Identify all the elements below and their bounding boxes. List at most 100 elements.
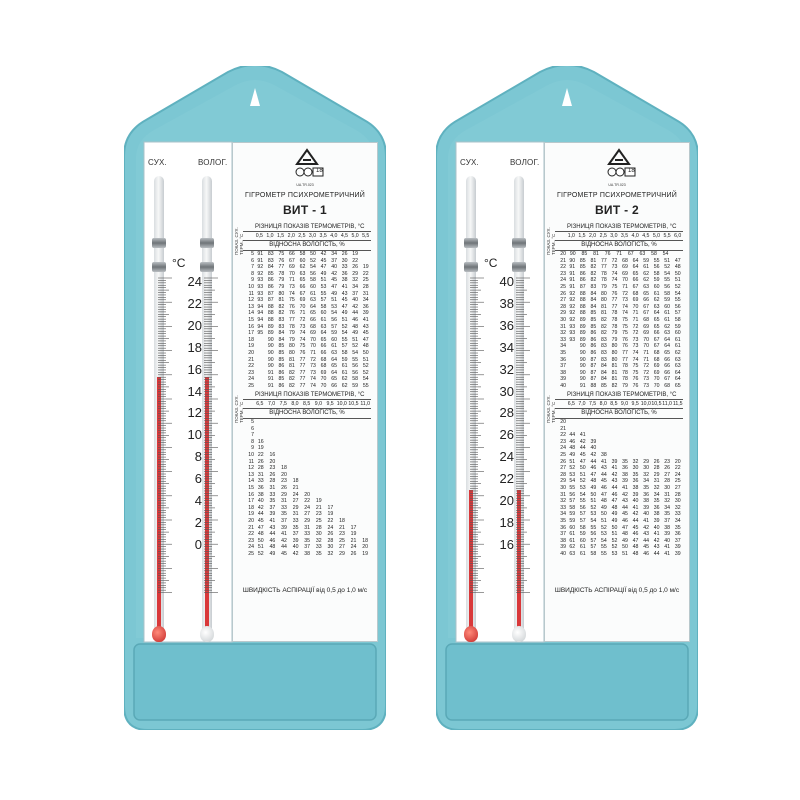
humidity-cell: 80 [611, 356, 618, 363]
difference-value: 2,0 [588, 233, 597, 239]
difference-value: 3,5 [319, 233, 327, 239]
humidity-cell [301, 472, 313, 479]
humidity-cell [278, 432, 290, 439]
difference-value: 8,5 [610, 401, 618, 407]
humidity-cell: 50 [674, 270, 681, 277]
humidity-cell: 19 [257, 445, 264, 452]
humidity-cell: 45 [622, 511, 628, 518]
humidity-cell: 21 [339, 524, 345, 531]
humidity-cell: 74 [622, 303, 628, 310]
humidity-cell [325, 478, 337, 485]
humidity-cell: 57 [569, 498, 576, 505]
humidity-cell: 78 [622, 363, 628, 370]
humidity-cell: 67 [643, 310, 649, 317]
humidity-cell: 53 [569, 471, 576, 478]
humidity-cell [290, 452, 302, 459]
certification-logo-icon [295, 148, 324, 177]
humidity-cell: 67 [632, 283, 639, 290]
humidity-cell: 85 [278, 343, 285, 350]
humidity-cell: 84 [278, 330, 285, 337]
humidity-cell: 45 [601, 478, 607, 485]
humidity-cell [348, 498, 360, 505]
humidity-cell [336, 492, 348, 499]
temperature-difference-header: РІЗНИЦЯ ПОКАЗІВ ТЕРМОМЕТРІВ, °С [555, 391, 683, 400]
humidity-cell [313, 472, 325, 479]
difference-value: 3,0 [610, 233, 618, 239]
dry-temperature-cell: 24 [560, 445, 566, 452]
humidity-cell [567, 376, 578, 383]
humidity-cell: 61 [674, 336, 681, 343]
humidity-cell: 45 [281, 550, 287, 557]
humidity-cell: 58 [674, 316, 681, 323]
humidity-cell: 67 [643, 303, 649, 310]
humidity-cell: 88 [590, 382, 597, 389]
humidity-cell: 65 [331, 376, 337, 383]
humidity-cell: 49 [352, 330, 359, 337]
humidity-cell: 68 [643, 316, 649, 323]
humidity-cell: 27 [292, 498, 299, 505]
scale-number: 20 [499, 493, 514, 508]
humidity-cell: 48 [569, 445, 576, 452]
humidity-cell [325, 426, 337, 433]
humidity-cell [609, 419, 620, 426]
humidity-cell: 20 [304, 491, 311, 498]
humidity-cell: 81 [601, 310, 607, 317]
humidity-cell: 85 [278, 356, 285, 363]
humidity-cell: 92 [257, 270, 264, 277]
humidity-cell: 66 [310, 316, 316, 323]
humidity-cell: 85 [601, 382, 607, 389]
humidity-cell: 52 [352, 343, 359, 350]
humidity-cell: 44 [569, 432, 576, 439]
humidity-cell: 48 [362, 343, 369, 350]
humidity-cell: 72 [643, 363, 649, 370]
humidity-cell: 57 [590, 537, 597, 544]
humidity-cell: 68 [653, 356, 660, 363]
difference-value: 1,0 [567, 233, 575, 239]
difference-value: 4,0 [631, 233, 639, 239]
scale-number: 4 [194, 493, 202, 508]
celsius-symbol: °C [172, 256, 186, 270]
humidity-cell: 83 [267, 251, 274, 257]
dry-temperature-cell: 33 [560, 504, 566, 511]
humidity-cell: 68 [320, 356, 327, 363]
humidity-cell [630, 439, 641, 446]
scale-number: 14 [187, 383, 202, 399]
difference-value: 11,0 [360, 401, 371, 407]
humidity-cell: 48 [352, 323, 359, 330]
hanger-slot-icon [250, 88, 260, 106]
humidity-cell: 77 [622, 356, 628, 363]
humidity-cell [255, 363, 266, 370]
humidity-cell: 32 [352, 277, 359, 284]
humidity-cell: 61 [320, 316, 327, 323]
humidity-cell: 60 [579, 537, 586, 544]
wet-thermometer-label: ВОЛОГ. [510, 158, 540, 167]
humidity-cell: 78 [601, 277, 607, 284]
humidity-cell: 34 [352, 283, 359, 290]
humidity-cell [325, 485, 337, 492]
humidity-cell: 43 [601, 465, 607, 472]
humidity-cell: 70 [310, 343, 316, 350]
humidity-cell: 74 [632, 356, 639, 363]
humidity-cell [672, 452, 683, 459]
humidity-cell: 77 [622, 349, 628, 356]
humidity-cell: 48 [622, 531, 628, 538]
humidity-cell: 55 [601, 544, 607, 551]
difference-value: 8,0 [291, 401, 299, 407]
humidity-cell: 36 [674, 531, 681, 538]
humidity-cell: 72 [622, 290, 628, 297]
humidity-cell [325, 465, 337, 472]
humidity-cell: 72 [611, 257, 618, 264]
humidity-cell: 70 [643, 343, 649, 350]
dry-temperature-cell: 22 [560, 432, 566, 439]
humidity-cell: 47 [611, 498, 618, 505]
humidity-cell: 86 [267, 283, 274, 290]
humidity-cell: 84 [590, 297, 597, 304]
humidity-cell: 54 [362, 376, 369, 383]
humidity-cell: 51 [362, 356, 369, 363]
